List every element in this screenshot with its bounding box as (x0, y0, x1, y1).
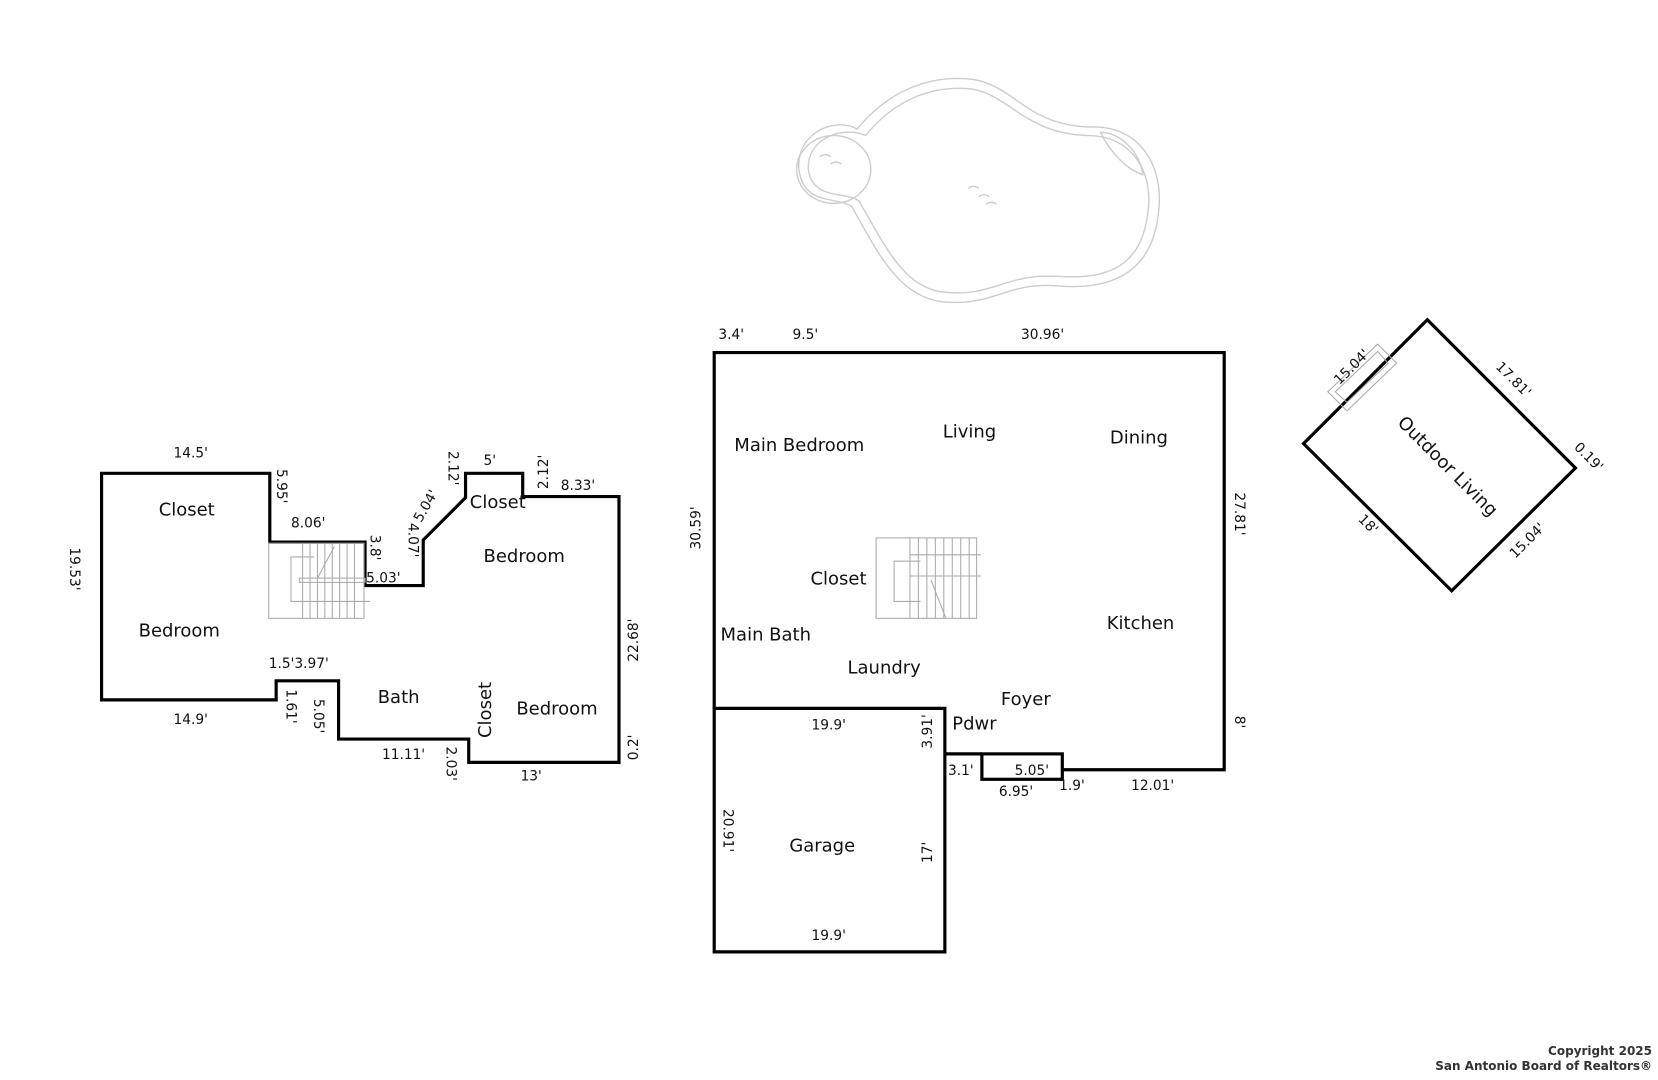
dimension-label: 0.2' (626, 735, 642, 761)
main-floor: Main Bedroom Living Dining Closet Main B… (688, 327, 1247, 954)
room-label: Closet (810, 568, 866, 589)
dimension-label: 3.4' (718, 327, 744, 343)
dimension-label: 19.9' (812, 928, 846, 944)
dimension-label: 11.11' (382, 747, 425, 763)
room-label: Closet (159, 500, 215, 521)
dimension-label: 27.81' (1231, 492, 1247, 535)
room-label: Closet (475, 682, 496, 738)
dimension-label: 6.95' (999, 784, 1033, 800)
room-label: Foyer (1001, 689, 1051, 710)
stairs-upper (268, 542, 371, 619)
dimension-label: 2.12' (445, 451, 461, 485)
room-label: Main Bedroom (734, 435, 864, 456)
dimension-label: 30.96' (1021, 327, 1064, 343)
dimension-label: 4.07' (404, 523, 420, 557)
room-label: Laundry (848, 657, 922, 678)
room-label: Garage (789, 835, 855, 856)
outdoor-living: Outdoor Living 15.04' 17.81' 0.19' 15.04… (1301, 317, 1606, 594)
fireplace-icon (1327, 343, 1398, 412)
dimension-label: 3.1' (948, 763, 974, 779)
dimension-label: 2.03' (443, 746, 459, 780)
room-label: Bedroom (139, 620, 220, 641)
room-label: Kitchen (1107, 613, 1175, 634)
dimension-label: 13' (521, 768, 542, 784)
dimension-label: 14.9' (174, 712, 208, 728)
pool (796, 77, 1161, 304)
dimension-label: 5.05' (310, 699, 326, 733)
dimension-label: 1.9' (1059, 778, 1085, 794)
dimension-label: 3.8' (366, 535, 382, 561)
dimension-label: 19.9' (812, 718, 846, 734)
dimension-label: 8.06' (291, 515, 325, 531)
dimension-label: 5.04' (411, 487, 442, 525)
dimension-label: 5.05' (1015, 763, 1049, 779)
dimension-label: 3.91' (920, 714, 936, 748)
dimension-label: 19.53' (66, 547, 82, 590)
dimension-label: 12.01' (1131, 778, 1174, 794)
dimension-label: 17.81' (1492, 359, 1534, 401)
room-label: Bedroom (484, 546, 565, 567)
dimension-label: 22.68' (626, 619, 642, 662)
dimension-label: 8' (1231, 716, 1247, 729)
dimension-label: 30.59' (688, 506, 704, 549)
copyright-notice: Copyright 2025 San Antonio Board of Real… (1435, 1044, 1652, 1074)
room-label: Bedroom (516, 699, 597, 720)
dimension-label: 20.91' (720, 809, 736, 852)
dimension-label: 5' (484, 453, 497, 469)
room-label: Bath (378, 687, 420, 708)
dimension-label: 5.03' (366, 570, 400, 586)
dimension-label: 5.95' (273, 469, 289, 503)
dimension-label: 9.5' (792, 327, 818, 343)
room-label: Main Bath (721, 625, 811, 646)
dimension-label: 14.5' (174, 445, 208, 461)
room-label: Dining (1110, 428, 1168, 449)
copyright-line: Copyright 2025 (1548, 1044, 1652, 1058)
stairs-main (875, 537, 981, 619)
room-label: Pdwr (952, 714, 997, 735)
dimension-label: 1.5'3.97' (269, 656, 329, 672)
upper-floor: Closet Bedroom Bedroom Closet Bath Close… (66, 445, 642, 784)
copyright-owner: San Antonio Board of Realtors® (1435, 1059, 1652, 1073)
dimension-label: 17' (920, 842, 936, 863)
dimension-label: 15.04' (1507, 520, 1549, 562)
room-label: Outdoor Living (1393, 412, 1502, 521)
room-label: Closet (470, 492, 526, 513)
room-label: Living (943, 421, 996, 442)
dimension-label: 1.61' (283, 689, 299, 723)
dimension-label: 8.33' (561, 478, 595, 494)
dimension-label: 2.12' (536, 455, 552, 489)
